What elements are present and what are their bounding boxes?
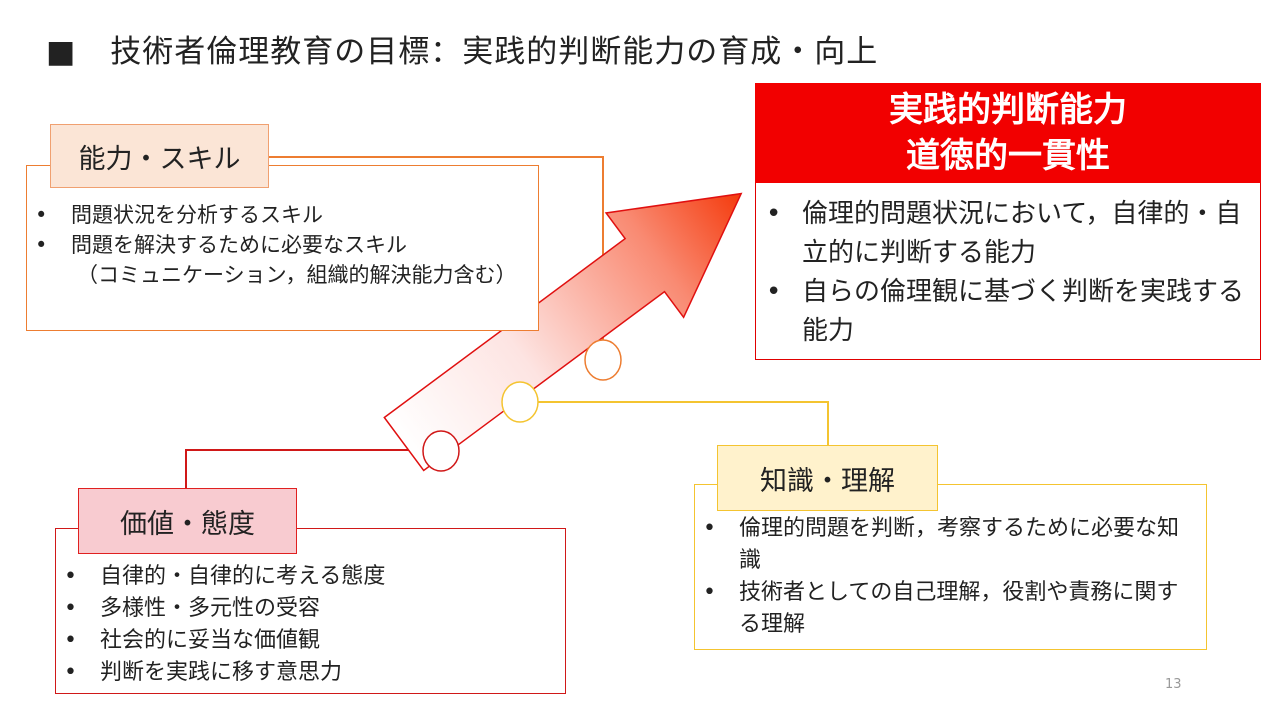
skill-node-circle: [584, 339, 622, 381]
list-item: 倫理的問題を判断，考察するために必要な知識: [695, 513, 1196, 577]
list-item-note: （コミュニケーション，組織的解決能力含む）: [77, 263, 517, 287]
list-item: 多様性・多元性の受容: [56, 593, 555, 625]
knowledge-box: 倫理的問題を判断，考察するために必要な知識 技術者としての自己理解，役割や責務に…: [694, 484, 1207, 650]
skill-label: 能力・スキル: [50, 124, 269, 188]
skill-box: 問題状況を分析するスキル 問題を解決するために必要なスキル（コミュニケーション，…: [26, 165, 539, 331]
knowledge-connector-line: [538, 401, 829, 445]
list-item: 社会的に妥当な価値観: [56, 625, 555, 657]
goal-heading-line1: 実践的判断能力: [889, 90, 1127, 130]
value-box: 自律的・自律的に考える態度 多様性・多元性の受容 社会的に妥当な価値観 判断を実…: [55, 528, 566, 694]
title-marker: ■: [46, 34, 77, 70]
knowledge-node-circle: [501, 381, 539, 423]
list-item: 問題を解決するために必要なスキル（コミュニケーション，組織的解決能力含む）: [27, 230, 528, 290]
goal-heading: 実践的判断能力 道徳的一貫性: [755, 83, 1261, 183]
progress-arrow: [383, 192, 743, 472]
list-item: 自律的・自律的に考える態度: [56, 561, 555, 593]
list-item: 倫理的問題状況において，自律的・自立的に判断する能力: [756, 195, 1252, 273]
slide-title: ■ 技術者倫理教育の目標：実践的判断能力の育成・向上: [46, 26, 878, 71]
list-item: 問題状況を分析するスキル: [27, 200, 528, 230]
goal-heading-line2: 道徳的一貫性: [906, 136, 1110, 176]
list-item: 技術者としての自己理解，役割や責務に関する理解: [695, 577, 1196, 641]
list-item: 判断を実践に移す意思力: [56, 657, 555, 689]
knowledge-label: 知識・理解: [717, 445, 938, 511]
value-connector-line: [185, 449, 424, 488]
goal-box: 倫理的問題状況において，自律的・自立的に判断する能力 自らの倫理観に基づく判断を…: [755, 183, 1261, 360]
title-text: 技術者倫理教育の目標：実践的判断能力の育成・向上: [110, 34, 879, 70]
list-item: 自らの倫理観に基づく判断を実践する能力: [756, 273, 1252, 351]
value-label: 価値・態度: [78, 488, 297, 554]
value-node-circle: [422, 430, 460, 472]
page-number: 13: [1165, 677, 1182, 692]
